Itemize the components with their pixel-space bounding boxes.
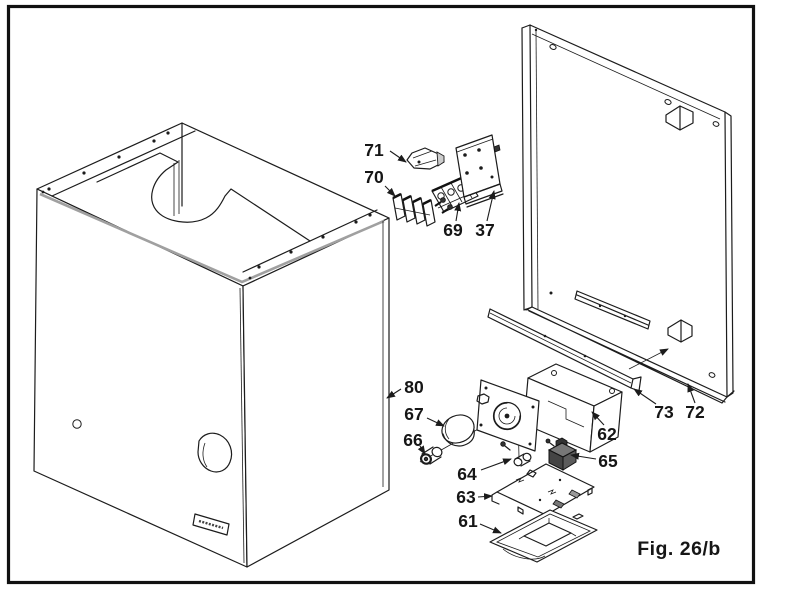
leader-70 (384, 185, 396, 197)
leader-63 (477, 493, 493, 501)
rail-73 (487, 308, 669, 392)
rating-plate (192, 513, 230, 536)
part-label-71: 71 (364, 140, 384, 160)
bent-tab-bottom (667, 319, 693, 343)
rear-panel (521, 24, 735, 404)
leader-lines (384, 150, 696, 534)
leader-62 (591, 411, 605, 426)
part-label-63: 63 (456, 487, 476, 507)
part-label-61: 61 (458, 511, 478, 531)
small-screws (500, 438, 555, 451)
valve-front-plate (476, 379, 540, 452)
bent-tab-top (665, 105, 694, 131)
leader-73 (633, 388, 657, 405)
part-label-67: 67 (404, 404, 423, 424)
leader-61 (479, 523, 502, 534)
leader-65 (570, 452, 597, 460)
cabinet-casing-80 (33, 122, 390, 568)
figure-caption: Fig. 26/b (637, 538, 721, 560)
part-label-66: 66 (403, 430, 423, 450)
part-label-65: 65 (598, 451, 618, 471)
cover-tray-61 (489, 509, 598, 563)
leader-71 (389, 150, 407, 163)
leader-80 (386, 388, 402, 399)
part-label-72: 72 (685, 402, 705, 422)
part-label-73: 73 (654, 402, 674, 422)
mounting-bracket-37 (455, 134, 504, 208)
leader-66 (417, 445, 426, 455)
knob-cutout (197, 432, 233, 473)
microswitch-71 (406, 147, 445, 170)
spindle-bushing-64 (513, 452, 532, 467)
bottom-rail-72 (525, 306, 735, 404)
leader-69 (454, 202, 462, 222)
part-label-62: 62 (597, 424, 617, 444)
front-hole (72, 419, 82, 429)
part-label-37: 37 (475, 220, 494, 240)
control-plate-63 (491, 463, 595, 516)
part-label-69: 69 (443, 220, 463, 240)
gas-valve-62 (419, 363, 623, 463)
leader-67 (426, 417, 445, 427)
part-label-80: 80 (404, 377, 424, 397)
bushing-66 (419, 446, 443, 465)
leader-37 (486, 190, 496, 222)
hex-nut (476, 393, 490, 405)
leader-64 (480, 458, 512, 471)
panel-rail (574, 290, 651, 330)
part-label-70: 70 (364, 167, 384, 187)
part-label-64: 64 (457, 464, 477, 484)
fixing-screws (434, 197, 453, 214)
leader-72 (687, 383, 696, 404)
control-knob-67 (441, 414, 475, 447)
terminal-block-70 (392, 192, 436, 227)
